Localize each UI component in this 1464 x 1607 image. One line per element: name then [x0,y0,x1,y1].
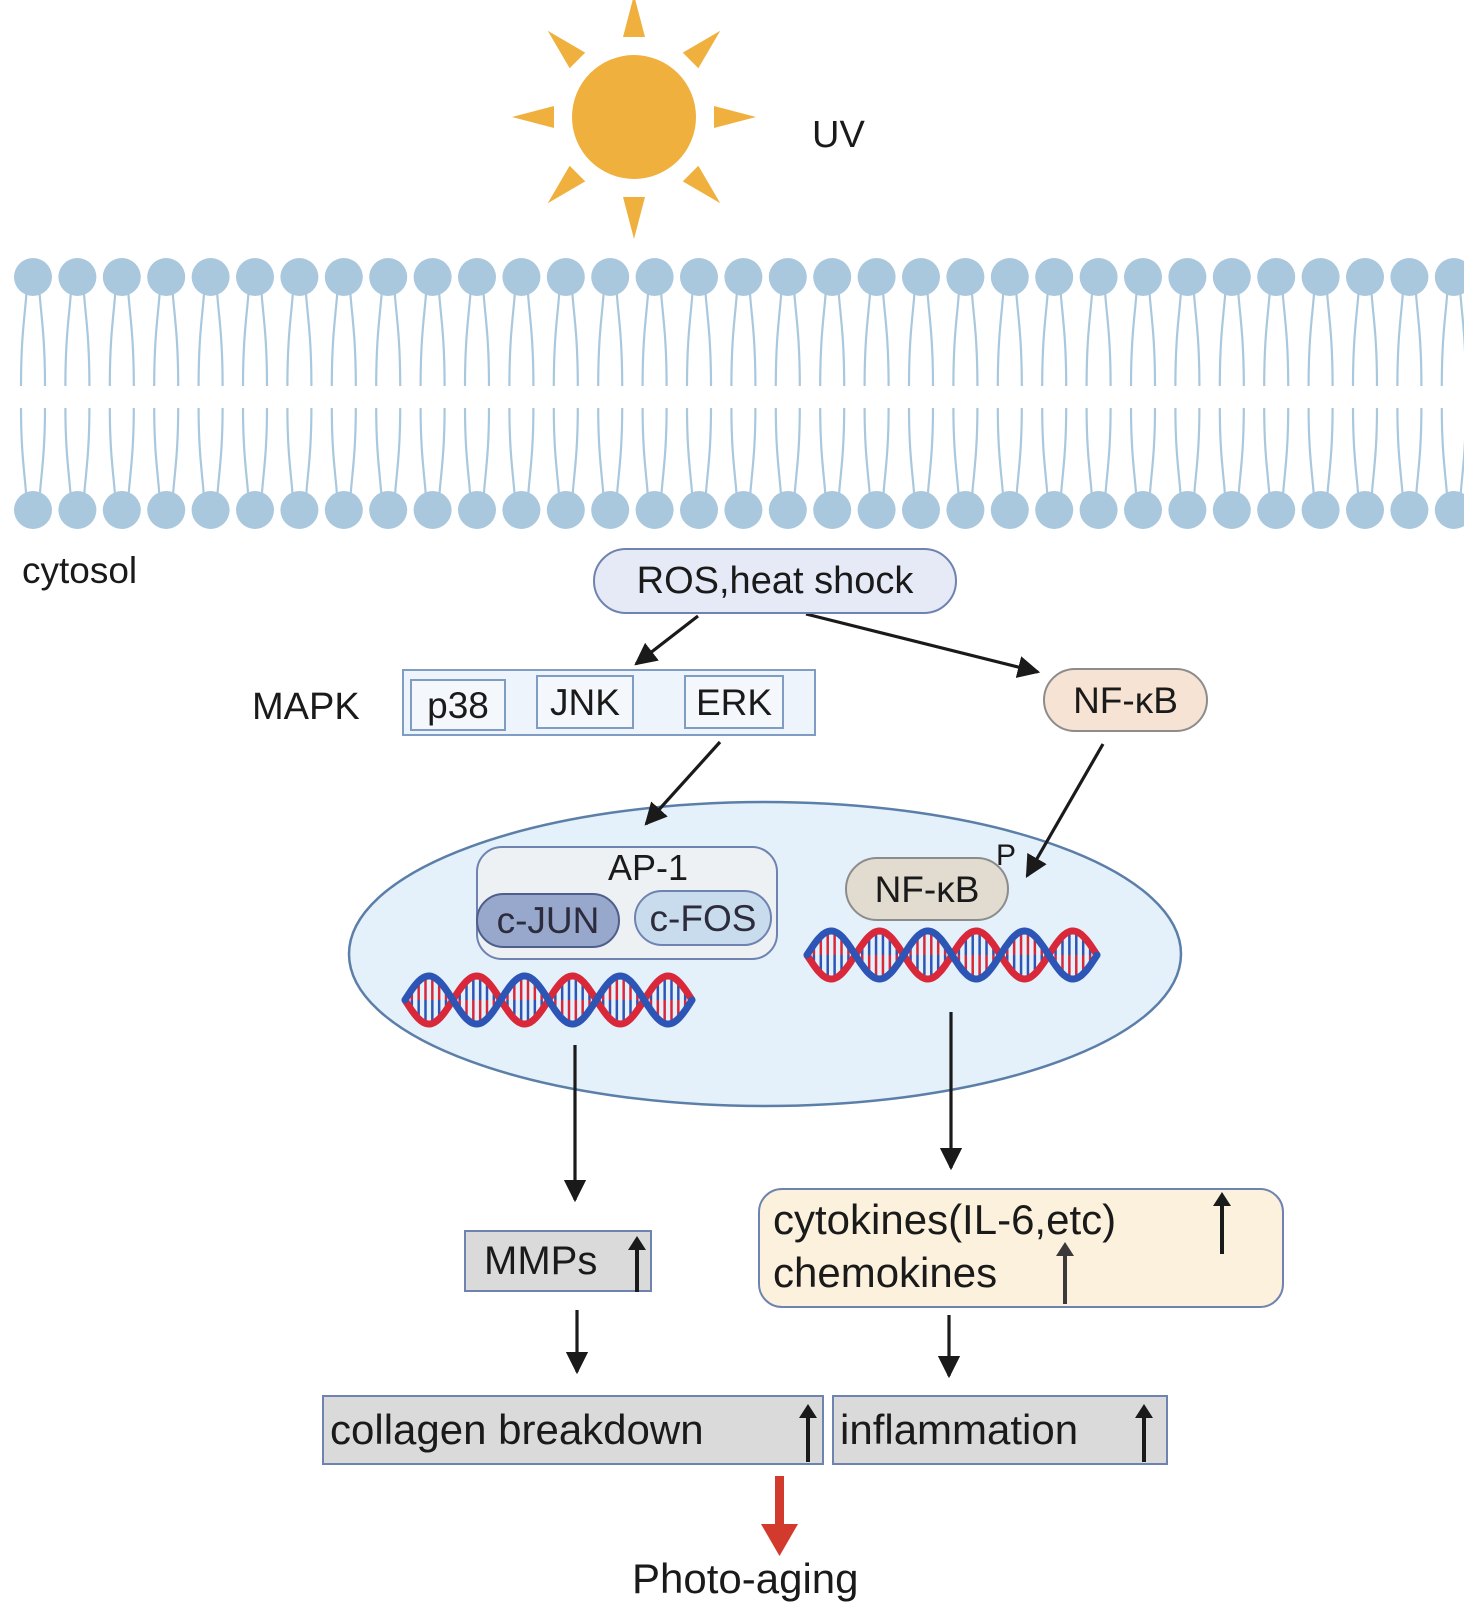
sun-icon [512,0,756,239]
node-c-jun: c-JUN [476,893,620,948]
node-collagen-breakdown: collagen breakdown [322,1395,824,1465]
node-nfkb: NF-κB [1043,668,1208,732]
node-jnk: JNK [536,675,634,729]
sun-ray [547,30,586,69]
node-ros-heat-shock: ROS,heat shock [593,548,957,614]
sun-ray [547,165,586,204]
arrow-ros-to-mapk [634,614,699,666]
arrow-ros-to-nfkb [805,612,1041,678]
node-cytokines-chemokines [758,1188,1284,1308]
sun-ray [682,165,721,204]
cytosol-label: cytosol [22,550,138,591]
node-nfkb-phosphorylated: NF-κB [845,857,1009,921]
dna-helix-nfkb [803,927,1101,983]
node-p38: p38 [410,679,506,731]
node-c-fos: c-FOS [634,890,772,946]
arrow-nfkb-to-nucleus [1025,743,1105,878]
inflammation-increase-arrow-icon [1135,1404,1153,1462]
phospho-label: P [996,839,1017,872]
cytokines-increase-arrow-icon [1213,1192,1231,1254]
sun-ray [623,197,645,239]
arrow-collagen-to-photo-aging [775,1476,784,1528]
ap1-label: AP-1 [608,847,689,888]
dna-helix-ap1 [401,972,696,1028]
chemokines-increase-arrow-icon [1056,1242,1074,1304]
collagen-increase-arrow-icon [799,1404,817,1462]
lipid-bilayer-membrane [14,258,1464,529]
chemokines-label: chemokines [773,1249,998,1296]
node-mmps: MMPs [464,1230,652,1292]
mmps-increase-arrow-icon [628,1236,646,1292]
node-inflammation: inflammation [832,1395,1168,1465]
pathway-arrows [563,612,1105,1556]
cytokines-label: cytokines(IL-6,etc) [773,1196,1117,1243]
arrow-erk-to-ap1 [644,740,722,826]
sun-ray [512,106,554,128]
outcome-photo-aging: Photo-aging [632,1555,859,1602]
mapk-label: MAPK [252,686,360,728]
node-erk: ERK [684,675,784,729]
sun-ray [682,30,721,69]
sun-ray [623,0,645,37]
uv-label: UV [812,114,865,156]
sun-ray [714,106,756,128]
